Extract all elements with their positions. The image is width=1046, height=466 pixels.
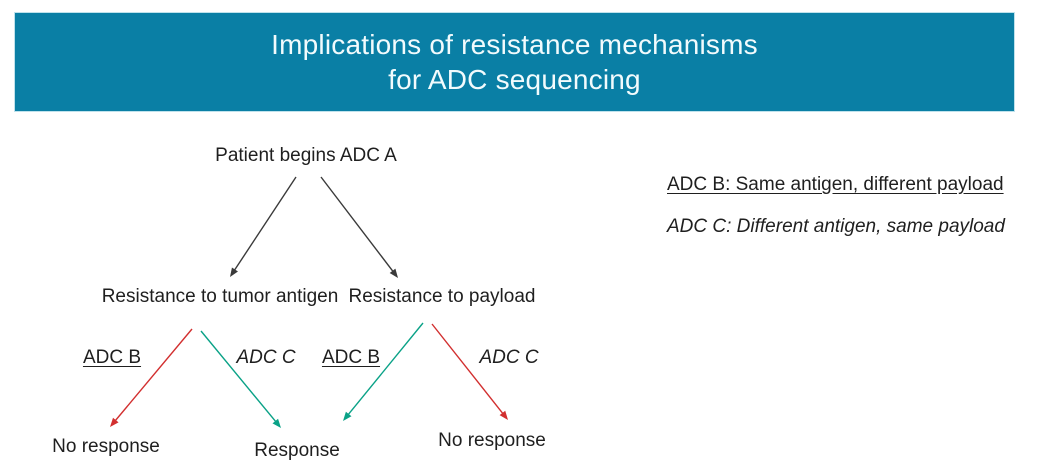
outcome-no-response-right: No response [438, 430, 546, 451]
arrow-line-root-to-payload [320, 176, 395, 273]
arrow-line-antigen-adcc-to-response [200, 330, 278, 424]
edge-label-adc-b-right: ADC B [321, 347, 381, 368]
edge-label-adc-c-right: ADC C [479, 347, 539, 368]
slide-title-line1: Implications of resistance mechanisms [271, 29, 758, 60]
arrow-head-payload-adcb-to-response [343, 411, 352, 421]
arrow-line-root-to-tumor-antigen [233, 176, 297, 272]
slide-title-line2: for ADC sequencing [388, 64, 641, 95]
arrow-head-root-to-payload [389, 268, 398, 278]
node-resistance-tumor-antigen: Resistance to tumor antigen [101, 286, 339, 307]
arrow-line-payload-adcb-to-response [346, 322, 424, 417]
arrow-head-antigen-adcb-to-no-response [110, 417, 119, 427]
arrow-head-payload-adcc-to-no-response [499, 410, 508, 420]
node-patient-begins-adc-a: Patient begins ADC A [215, 145, 397, 166]
outcome-response: Response [254, 440, 340, 461]
arrow-head-antigen-adcc-to-response [272, 418, 281, 428]
legend-adc-c-definition: ADC C: Different antigen, same payload [667, 216, 1005, 237]
arrow-line-antigen-adcb-to-no-response [113, 328, 193, 423]
arrow-head-root-to-tumor-antigen [230, 267, 238, 277]
edge-label-adc-b-left: ADC B [82, 347, 142, 368]
outcome-no-response-left: No response [52, 436, 160, 457]
legend-adc-b-definition: ADC B: Same antigen, different payload [667, 174, 1004, 195]
title-banner: Implications of resistance mechanisms fo… [14, 12, 1015, 112]
node-resistance-payload: Resistance to payload [348, 286, 536, 307]
edge-label-adc-c-left: ADC C [236, 347, 296, 368]
arrow-line-payload-adcc-to-no-response [431, 323, 505, 415]
slide-title: Implications of resistance mechanisms fo… [271, 27, 758, 97]
